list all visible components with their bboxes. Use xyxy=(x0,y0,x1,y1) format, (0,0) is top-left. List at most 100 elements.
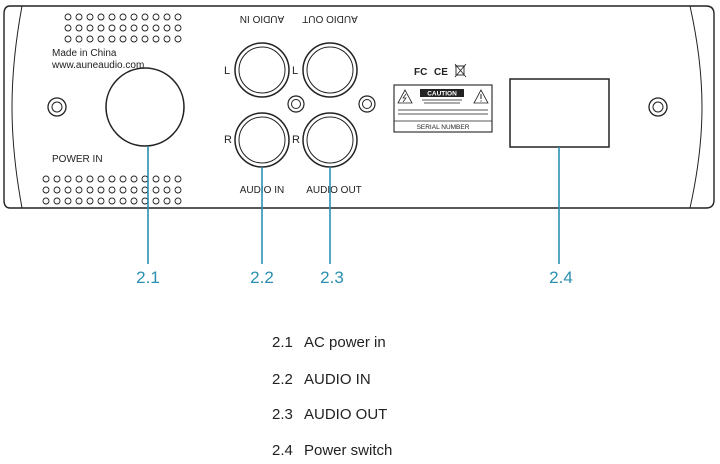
vent-hole xyxy=(163,13,171,21)
vent-hole xyxy=(141,186,149,194)
vent-hole xyxy=(141,24,149,32)
vent-hole xyxy=(64,35,72,43)
power-inlet[interactable] xyxy=(105,67,185,147)
vent-hole xyxy=(119,186,127,194)
vent-hole xyxy=(97,13,105,21)
fcc-mark: FC xyxy=(414,67,427,78)
vent-hole xyxy=(119,24,127,32)
vent-hole xyxy=(75,175,83,183)
vent-hole xyxy=(53,186,61,194)
vent-hole xyxy=(141,175,149,183)
vent-hole xyxy=(86,186,94,194)
vent-holes-top xyxy=(64,13,182,43)
audio-out-left-channel-label: L xyxy=(292,65,298,77)
vent-hole xyxy=(174,13,182,21)
callout-2-3: 2.3 xyxy=(320,268,344,287)
vent-hole xyxy=(119,175,127,183)
legend-item-2-2: 2.2 AUDIO IN xyxy=(272,371,371,388)
vent-hole xyxy=(130,197,138,205)
serial-number-label: SERIAL NUMBER xyxy=(417,124,470,131)
vent-hole xyxy=(64,24,72,32)
vent-hole xyxy=(97,24,105,32)
audio-out-left-jack[interactable] xyxy=(302,42,358,98)
vent-hole xyxy=(163,175,171,183)
vent-hole xyxy=(108,197,116,205)
vent-hole xyxy=(152,197,160,205)
vent-hole xyxy=(97,197,105,205)
legend-text: AUDIO IN xyxy=(304,371,371,388)
vent-hole xyxy=(64,175,72,183)
vent-hole xyxy=(86,24,94,32)
legend-text: AC power in xyxy=(304,334,386,351)
vent-hole xyxy=(42,197,50,205)
legend-num: 2.2 xyxy=(272,371,293,388)
made-in-label: Made in China xyxy=(52,48,117,59)
legend-num: 2.1 xyxy=(272,334,293,351)
vent-hole xyxy=(152,24,160,32)
vent-hole xyxy=(163,197,171,205)
chassis-inner-edge xyxy=(11,5,23,209)
vent-hole xyxy=(163,186,171,194)
vent-hole xyxy=(141,13,149,21)
audio-in-top-label: AUDIO IN xyxy=(240,13,284,24)
vent-hole xyxy=(174,186,182,194)
audio-out-right-jack[interactable] xyxy=(302,112,358,168)
weee-bin-icon xyxy=(454,63,467,78)
vent-hole xyxy=(86,35,94,43)
jack-screw-left xyxy=(287,95,305,113)
vent-hole xyxy=(42,175,50,183)
audio-out-right-channel-label: R xyxy=(292,134,300,146)
lightning-warning-icon xyxy=(397,89,413,104)
vent-hole xyxy=(152,13,160,21)
callout-2-1: 2.1 xyxy=(136,268,160,287)
vent-hole xyxy=(64,13,72,21)
vent-hole xyxy=(130,35,138,43)
ce-mark: CE xyxy=(434,67,448,78)
vent-hole xyxy=(53,175,61,183)
vent-hole xyxy=(97,175,105,183)
vent-hole xyxy=(130,24,138,32)
vent-hole xyxy=(97,186,105,194)
mounting-screw-right xyxy=(648,97,668,117)
power-in-label: POWER IN xyxy=(52,154,103,165)
vent-hole xyxy=(130,13,138,21)
vent-hole xyxy=(86,175,94,183)
vent-hole xyxy=(86,197,94,205)
vent-hole xyxy=(152,175,160,183)
power-switch[interactable] xyxy=(509,78,610,148)
vent-hole xyxy=(108,24,116,32)
vent-holes-bottom xyxy=(42,175,182,205)
vent-hole xyxy=(86,13,94,21)
callout-2-4: 2.4 xyxy=(549,268,573,287)
caution-label: CAUTION SERIAL NUMBER xyxy=(393,84,493,133)
vent-hole xyxy=(163,35,171,43)
vent-hole xyxy=(163,24,171,32)
vent-hole xyxy=(108,13,116,21)
jack-screw-right xyxy=(358,95,376,113)
vent-hole xyxy=(174,24,182,32)
vent-hole xyxy=(75,186,83,194)
vent-hole xyxy=(75,197,83,205)
callout-lines xyxy=(147,146,560,264)
vent-hole xyxy=(97,35,105,43)
vent-hole xyxy=(174,175,182,183)
legend-num: 2.4 xyxy=(272,442,293,459)
vent-hole xyxy=(108,186,116,194)
legend-item-2-4: 2.4 Power switch xyxy=(272,442,392,459)
audio-in-right-jack[interactable] xyxy=(234,112,290,168)
audio-in-right-channel-label: R xyxy=(224,134,232,146)
vent-hole xyxy=(53,197,61,205)
chassis-outline xyxy=(3,5,715,209)
audio-in-left-jack[interactable] xyxy=(234,42,290,98)
vent-hole xyxy=(174,197,182,205)
legend-text: AUDIO OUT xyxy=(304,406,388,423)
mounting-screw-left xyxy=(47,97,67,117)
vent-hole xyxy=(130,186,138,194)
chassis-inner-edge-right xyxy=(689,5,703,209)
vent-hole xyxy=(119,13,127,21)
vent-hole xyxy=(108,175,116,183)
legend-text: Power switch xyxy=(304,442,393,459)
vent-hole xyxy=(75,13,83,21)
